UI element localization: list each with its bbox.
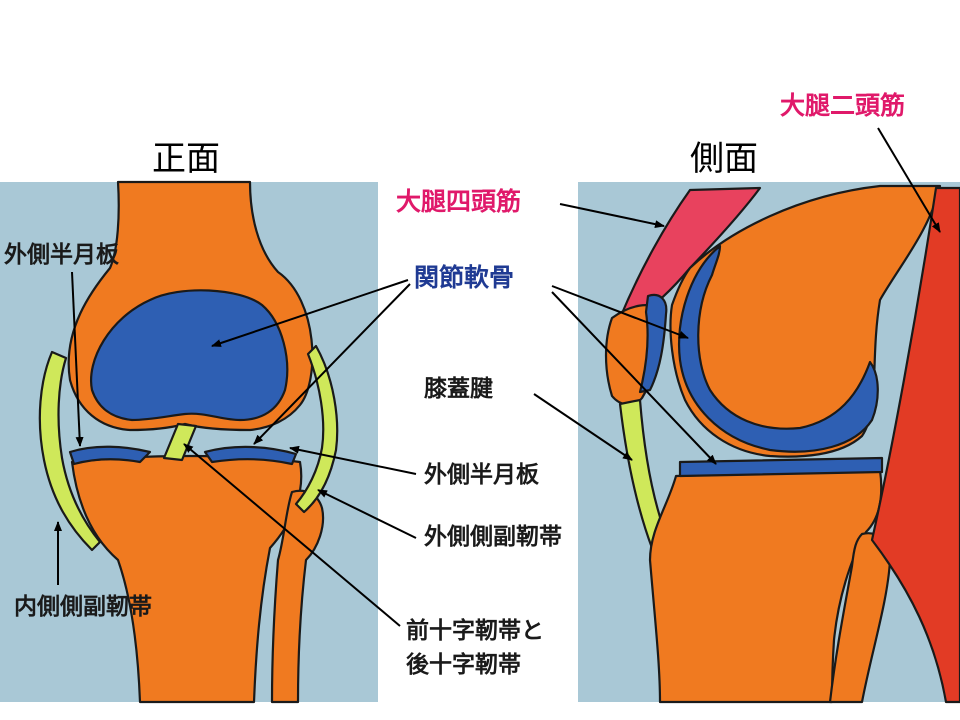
front-cruciate-ligament	[162, 422, 198, 462]
front-meniscus-right	[203, 445, 298, 466]
arrow-cartilage-front-tibia	[253, 283, 411, 445]
arrow-quadriceps	[559, 203, 665, 229]
label-lateral-meniscus: 外側半月板	[424, 461, 540, 488]
leader-lines	[54, 127, 941, 627]
front-tibia	[70, 454, 303, 704]
arrow-cartilage-side-tibia	[551, 291, 717, 465]
arrow-patellar-tendon	[533, 393, 633, 461]
arrow-cartilage-side-femur	[551, 285, 689, 339]
arrow-cruciate	[183, 443, 401, 627]
label-cruciate-line1: 前十字靭帯と	[406, 617, 544, 644]
label-cruciate-line2: 後十字靭帯	[406, 651, 521, 678]
front-femur-cartilage	[90, 289, 289, 422]
side-patella-cartilage	[638, 293, 668, 394]
front-fibula	[270, 489, 325, 704]
arrow-cartilage-front-femur	[211, 279, 409, 347]
label-lateral-collateral-ligament: 外側側副靭帯	[424, 523, 562, 550]
label-medial-collateral-ligament: 内側側副靭帯	[14, 593, 152, 620]
label-front-lateral-meniscus: 外側半月板	[4, 241, 120, 268]
label-biceps-femoris: 大腿二頭筋	[780, 91, 905, 120]
front-view-panel	[0, 180, 378, 704]
front-medial-collateral-ligament	[38, 350, 102, 552]
front-view-title: 正面	[152, 139, 220, 179]
arrow-front-meniscus	[71, 271, 84, 447]
side-femur-cartilage	[678, 244, 879, 453]
arrow-biceps	[877, 127, 941, 233]
label-patellar-tendon: 膝蓋腱	[424, 376, 493, 402]
arrow-lateral-meniscus	[289, 445, 417, 475]
arrow-lateral-collateral	[317, 489, 417, 539]
side-view-title: 側面	[690, 139, 758, 179]
front-lateral-collateral-ligament	[294, 344, 339, 514]
side-biceps-femoris-muscle	[870, 186, 960, 704]
front-meniscus-left	[68, 445, 152, 466]
side-meniscus	[678, 456, 884, 478]
label-articular-cartilage: 関節軟骨	[414, 263, 514, 292]
label-quadriceps: 大腿四頭筋	[396, 187, 521, 216]
side-view-panel	[578, 182, 960, 704]
